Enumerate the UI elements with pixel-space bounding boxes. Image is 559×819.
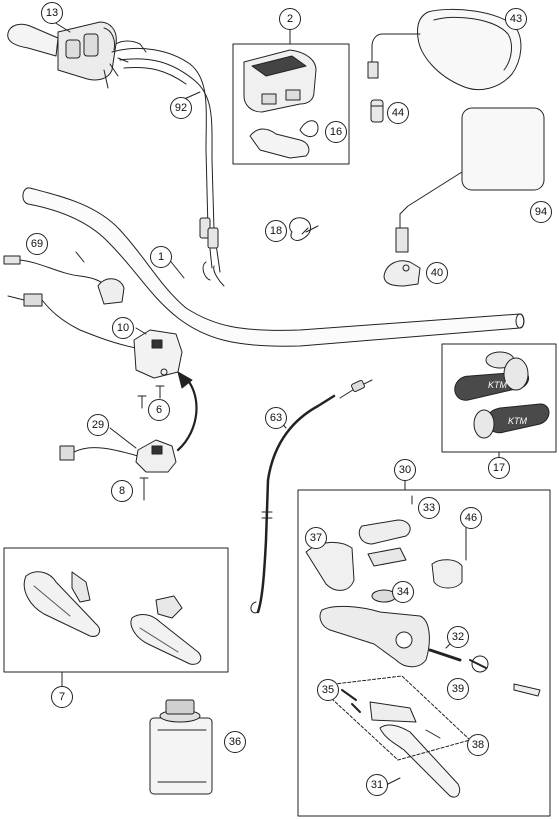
callout-18: 18: [265, 220, 287, 242]
switch-right: [59, 439, 177, 473]
callout-17: 17: [488, 457, 510, 479]
callout-7: 7: [51, 686, 73, 708]
callout-30: 30: [394, 459, 416, 481]
callout-2: 2: [279, 8, 301, 30]
callout-35: 35: [317, 679, 339, 701]
screw-8: [139, 477, 149, 501]
callout-92: 92: [170, 97, 192, 119]
switch-harness-upper: [3, 255, 125, 305]
leader-lines: [53, 21, 500, 785]
callout-16: 16: [325, 121, 347, 143]
brake-box: [297, 479, 551, 817]
assembly-arrow: [176, 371, 198, 452]
callout-43: 43: [505, 8, 527, 30]
callout-8: 8: [111, 480, 133, 502]
callout-40: 40: [426, 262, 448, 284]
grip-logo-lower: KTM: [508, 416, 528, 426]
display-box-group: [232, 31, 350, 165]
callout-34: 34: [392, 581, 414, 603]
mirror-adapter: [370, 99, 384, 123]
callout-31: 31: [366, 774, 388, 796]
brake-fluid-bottle: [149, 699, 213, 795]
throttle-grip-assembly: [7, 21, 129, 89]
clutch-line: [250, 379, 373, 614]
callout-94: 94: [530, 201, 552, 223]
screws-6: [137, 385, 165, 409]
handlebar: [22, 187, 525, 347]
mirror-left: [367, 8, 522, 90]
callout-33: 33: [418, 497, 440, 519]
cable-clip: [289, 217, 319, 241]
callout-32: 32: [447, 626, 469, 648]
callout-44: 44: [387, 102, 409, 124]
callout-10: 10: [112, 317, 134, 339]
callout-36: 36: [224, 731, 246, 753]
mirror-right: [395, 107, 545, 253]
throttle-cables: [111, 40, 225, 287]
callout-13: 13: [41, 2, 63, 24]
callout-1: 1: [150, 246, 172, 268]
callout-29: 29: [87, 414, 109, 436]
grips-box: [441, 343, 557, 453]
callout-6: 6: [148, 399, 170, 421]
grip-logo-upper: KTM: [488, 380, 508, 390]
handguard-box: [3, 547, 229, 673]
callout-37: 37: [305, 527, 327, 549]
callout-39: 39: [447, 678, 469, 700]
mirror-clamp: [383, 260, 421, 287]
callout-46: 46: [460, 507, 482, 529]
callout-69: 69: [26, 233, 48, 255]
callout-38: 38: [467, 734, 489, 756]
switch-left: [7, 293, 183, 379]
callout-63: 63: [265, 407, 287, 429]
